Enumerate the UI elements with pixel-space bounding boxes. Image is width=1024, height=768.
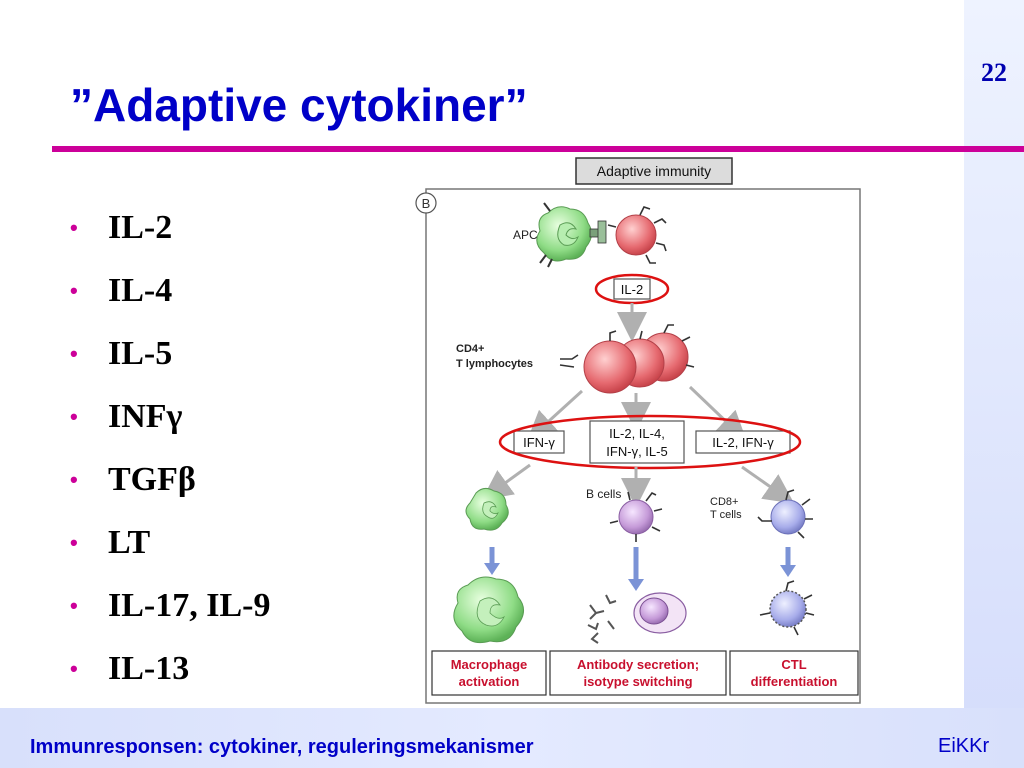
outcome-right-1: CTL [781,657,806,672]
cytokine-mid-2: IFN-γ, IL-5 [606,444,667,459]
bullet-icon: • [70,467,78,492]
bullet-icon: • [70,278,78,303]
antibodies [587,594,617,644]
bullet-icon: • [70,215,78,240]
cytokine-mid-1: IL-2, IL-4, [609,426,665,441]
bullet-icon: • [70,404,78,429]
bullet-icon: • [70,341,78,366]
cytokine-highlight [498,414,802,470]
outcome-mid-2: isotype switching [583,674,692,689]
figure-header-box [575,157,733,185]
ctl-cell [769,590,807,628]
bottom-decor-band [0,708,1024,768]
panel-letter-circle [415,192,437,214]
apc-label: APC [513,228,538,242]
list-item: •IL-5 [70,322,270,385]
bullet-icon: • [70,530,78,555]
cytokine-list: •IL-2 •IL-4 •IL-5 •INFγ •TGFβ •LT •IL-17… [70,196,270,700]
outcome-mid-1: Antibody secretion; [577,657,699,672]
cd8-label-2: T cells [710,509,742,521]
slide-title: ”Adaptive cytokiner” [70,79,528,131]
footer-title: Immunresponsen: cytokiner, reguleringsme… [30,736,534,758]
figure-header: Adaptive immunity [597,163,711,179]
slide-number: 22 [981,58,1007,87]
title-rule [52,146,1024,152]
bullet-icon: • [70,656,78,681]
b-cell [618,499,654,535]
list-item: •IL-2 [70,196,270,259]
bcells-label: B cells [586,487,621,501]
cytokine-left: IFN-γ [523,435,555,450]
cd4-label-2: T lymphocytes [456,358,533,370]
outcome-left-1: Macrophage [451,657,528,672]
list-item: •INFγ [70,385,270,448]
adaptive-immunity-figure: Adaptive immunity B APC IL-2 CD4+ T lymp… [410,155,870,705]
cd4-cells [583,340,637,394]
cytokine-right: IL-2, IFN-γ [712,435,774,450]
cd4-label-1: CD4+ [456,343,484,355]
list-item: •IL-17, IL-9 [70,574,270,637]
panel-letter: B [422,196,431,211]
list-item: •TGFβ [70,448,270,511]
list-item: •IL-13 [70,637,270,700]
cd8-t-cell [770,499,806,535]
cd8-label-1: CD8+ [710,496,738,508]
footer-author: EiKKr [938,735,990,757]
t-cell [615,214,657,256]
outcome-left-2: activation [459,674,520,689]
il2-label: IL-2 [621,282,643,297]
right-decor-band [964,0,1024,768]
list-item: •LT [70,511,270,574]
outcome-right-2: differentiation [751,674,838,689]
bullet-icon: • [70,593,78,618]
list-item: •IL-4 [70,259,270,322]
